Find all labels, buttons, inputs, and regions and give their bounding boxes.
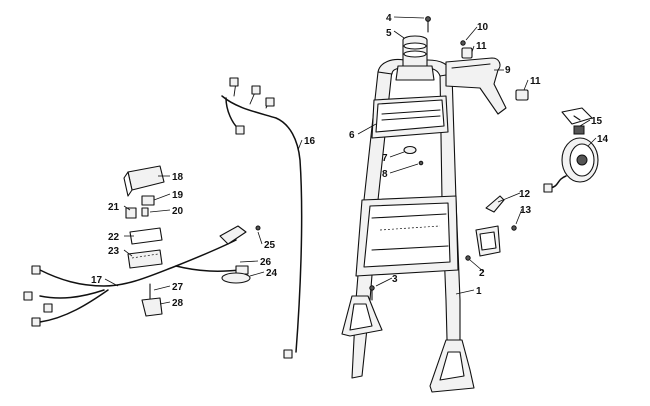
grommet-icon — [403, 145, 417, 155]
wire-harness-17 — [23, 225, 261, 327]
callout-5: 5 — [386, 28, 392, 39]
callout-labels: 4 5 10 11 9 11 6 7 8 15 14 12 13 2 1 3 1… — [91, 13, 609, 309]
callout-13: 13 — [520, 205, 532, 216]
callout-1: 1 — [476, 286, 482, 297]
switch-assembly — [465, 195, 517, 261]
screw-icon — [511, 225, 517, 231]
callout-14: 14 — [597, 134, 609, 145]
callout-26: 26 — [260, 257, 272, 268]
clip-icon — [461, 47, 473, 59]
callout-25: 25 — [264, 240, 276, 251]
connector-icon — [543, 183, 553, 193]
callout-20: 20 — [172, 206, 184, 217]
callout-3: 3 — [392, 274, 398, 285]
callout-7: 7 — [382, 153, 388, 164]
callout-24: 24 — [266, 268, 278, 279]
callout-16: 16 — [304, 136, 316, 147]
callout-4: 4 — [386, 13, 392, 24]
callout-12: 12 — [519, 189, 531, 200]
callout-10: 10 — [477, 22, 489, 33]
callout-15: 15 — [591, 116, 603, 127]
callout-8: 8 — [382, 169, 388, 180]
mounting-bracket — [445, 40, 529, 115]
nut-icon — [465, 255, 471, 261]
main-frame — [341, 58, 475, 393]
wire-harness-16 — [221, 77, 303, 359]
fuse-icon — [141, 195, 155, 206]
callout-28: 28 — [172, 298, 184, 309]
fuse-box-assembly — [123, 165, 165, 317]
screw-icon — [255, 225, 261, 231]
callout-9: 9 — [505, 65, 511, 76]
clip-icon — [515, 89, 529, 101]
fuse-icon — [141, 207, 149, 217]
callout-21: 21 — [108, 202, 120, 213]
plug-icon — [221, 272, 251, 284]
callout-2: 2 — [479, 268, 485, 279]
nut-icon — [418, 160, 424, 166]
callout-11-upper: 11 — [476, 41, 487, 52]
callout-19: 19 — [172, 190, 184, 201]
callout-27: 27 — [172, 282, 184, 293]
beacon-light — [395, 16, 435, 81]
relay-icon — [125, 207, 137, 219]
callout-22: 22 — [108, 232, 120, 243]
leader-lines — [104, 16, 597, 305]
work-light — [543, 107, 599, 193]
screw-icon — [460, 40, 466, 46]
callout-6: 6 — [349, 130, 355, 141]
callout-11-lower: 11 — [530, 76, 541, 87]
callout-18: 18 — [172, 172, 184, 183]
callout-23: 23 — [108, 246, 120, 257]
callout-17: 17 — [91, 275, 103, 286]
